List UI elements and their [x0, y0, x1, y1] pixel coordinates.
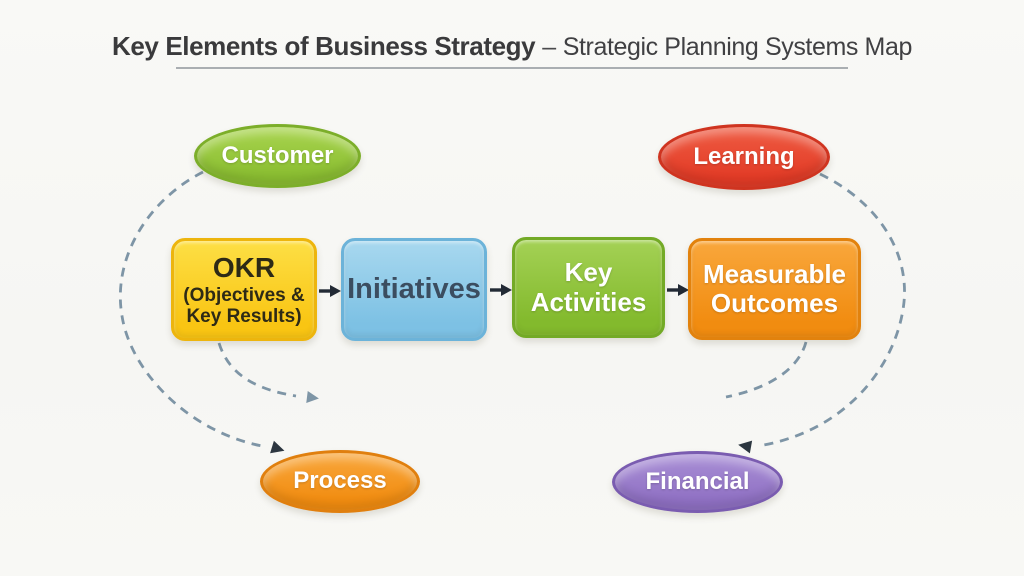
edge-outcomes-open [725, 341, 808, 399]
edge-okr-initiatives-arrowhead [330, 285, 341, 297]
edge-okr-open-arrowhead [306, 391, 319, 403]
node-process-label: Process [293, 467, 387, 495]
node-initiatives-label: Initiatives [347, 273, 481, 306]
edge-okr-open [217, 342, 297, 398]
title-secondary: Strategic Planning Systems Map [562, 33, 913, 61]
diagram-title: Key Elements of Business Strategy–Strate… [0, 31, 1024, 62]
node-measurable-outcomes: Measurable Outcomes [688, 238, 861, 340]
node-customer: Customer [194, 124, 361, 188]
title-primary: Key Elements of Business Strategy [112, 31, 536, 61]
node-okr-label-sub: (Objectives & Key Results) [183, 284, 305, 328]
node-process: Process [260, 450, 420, 513]
node-okr-label-main: OKR [212, 251, 276, 283]
node-measurable-outcomes-label: Measurable Outcomes [702, 258, 847, 318]
node-key-activities-label: Key Activities [530, 257, 647, 317]
node-learning-label: Learning [693, 142, 795, 170]
title-separator: – [542, 33, 556, 61]
node-learning: Learning [658, 124, 830, 190]
node-financial: Financial [612, 451, 783, 513]
node-customer-label: Customer [221, 141, 334, 169]
node-financial-label: Financial [645, 467, 750, 495]
edge-initiatives-activities-arrowhead [501, 284, 512, 296]
node-okr: OKR (Objectives & Key Results) [171, 238, 317, 341]
node-initiatives: Initiatives [341, 238, 487, 341]
node-key-activities: Key Activities [512, 237, 665, 338]
edge-learning-financial-arrowhead [738, 440, 753, 454]
edge-customer-process-arrowhead [270, 440, 285, 454]
title-underline [176, 67, 848, 69]
